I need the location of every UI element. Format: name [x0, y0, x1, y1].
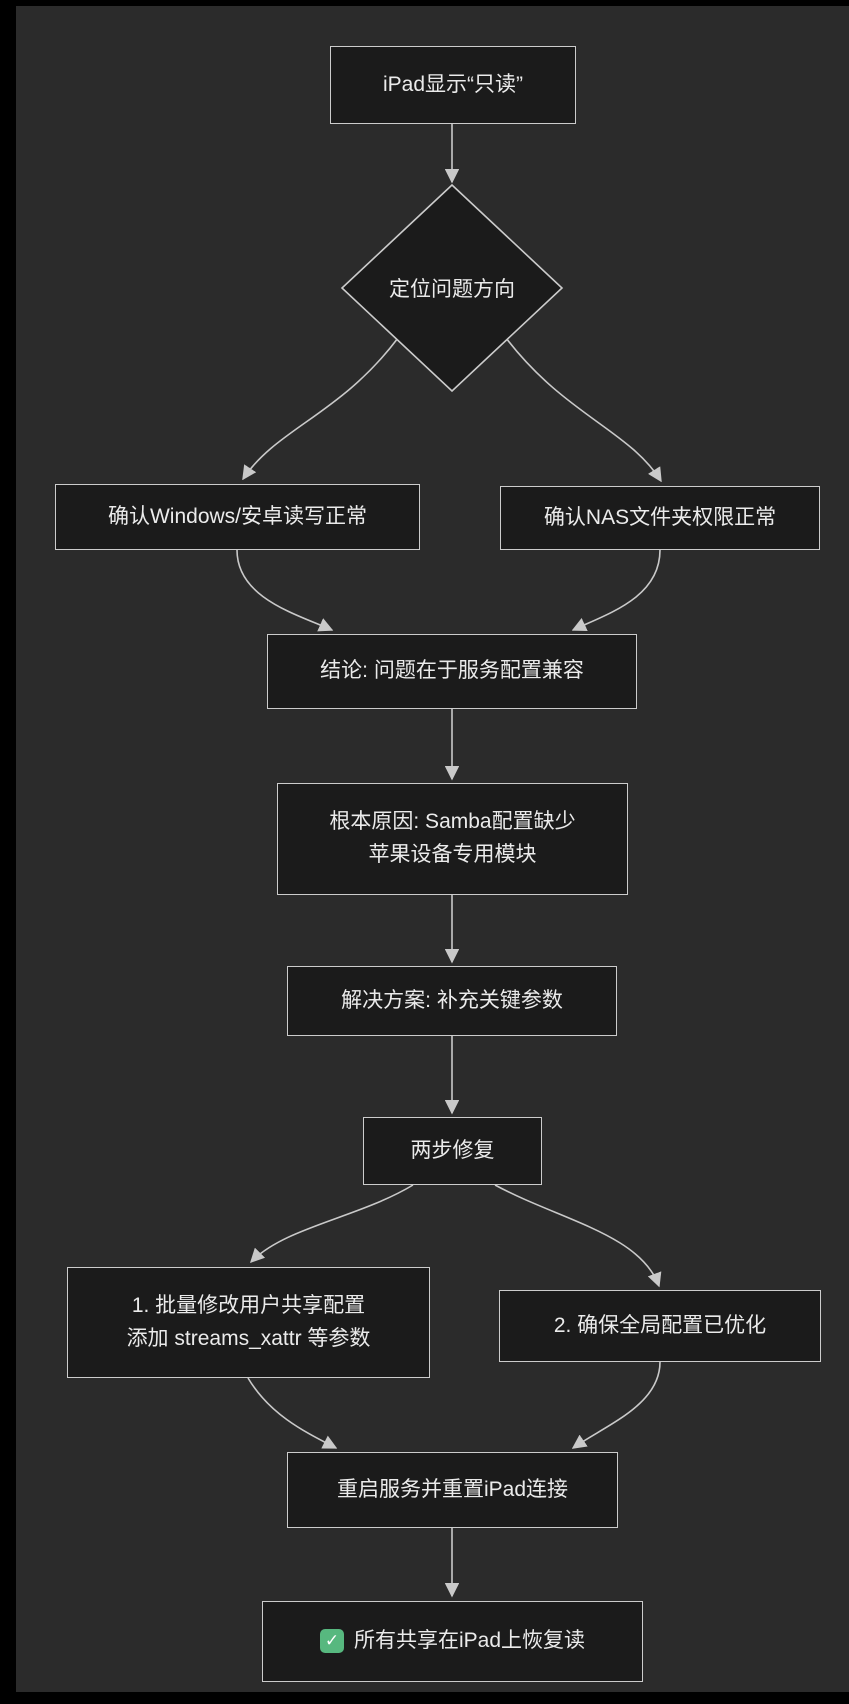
node-step1-line2: 添加 streams_xattr 等参数 [126, 1326, 371, 1350]
node-conclusion-label: 结论: 问题在于服务配置兼容 [320, 659, 584, 683]
node-two-steps-label: 两步修复 [410, 1138, 495, 1162]
edge-two-steps-step1 [249, 1184, 414, 1264]
node-decision: 定位问题方向 [342, 266, 562, 310]
node-check-nas: 确认NAS文件夹权限正常 [500, 486, 820, 550]
node-start-label: iPad显示“只读” [382, 72, 524, 96]
node-restart: 重启服务并重置iPad连接 [287, 1452, 618, 1528]
node-check-nas-label: 确认NAS文件夹权限正常 [543, 505, 777, 529]
node-two-steps: 两步修复 [363, 1117, 542, 1185]
node-result: ✓ 所有共享在iPad上恢复读 [262, 1601, 643, 1682]
node-decision-label: 定位问题方向 [389, 278, 515, 301]
node-check-windows: 确认Windows/安卓读写正常 [55, 484, 420, 550]
node-root-cause: 根本原因: Samba配置缺少 苹果设备专用模块 [277, 783, 628, 895]
node-result-label: 所有共享在iPad上恢复读 [353, 1629, 586, 1653]
node-root-cause-line2: 苹果设备专用模块 [368, 843, 537, 866]
edge-two-steps-step2 [494, 1184, 662, 1288]
edge-step2-restart [571, 1361, 661, 1449]
edge-step1-restart [247, 1377, 338, 1449]
node-step2-label: 2. 确保全局配置已优化 [553, 1313, 767, 1337]
edge-check-nas-conclusion [571, 549, 661, 631]
node-step1: 1. 批量修改用户共享配置 添加 streams_xattr 等参数 [67, 1267, 430, 1378]
node-step2: 2. 确保全局配置已优化 [499, 1290, 821, 1362]
edge-check-windows-conclusion [236, 549, 334, 632]
node-solution: 解决方案: 补充关键参数 [287, 966, 617, 1036]
node-result-row: ✓ 所有共享在iPad上恢复读 [319, 1625, 586, 1658]
edge-decision-check-nas [505, 337, 662, 483]
node-restart-label: 重启服务并重置iPad连接 [336, 1477, 569, 1501]
node-check-windows-label: 确认Windows/安卓读写正常 [107, 504, 368, 528]
edge-decision-check-windows [242, 337, 399, 481]
node-root-cause-line1: 根本原因: Samba配置缺少 [329, 810, 576, 834]
check-icon: ✓ [319, 1629, 344, 1654]
decision-diamond-shape [340, 183, 564, 393]
node-conclusion: 结论: 问题在于服务配置兼容 [267, 634, 637, 709]
node-step1-line1: 1. 批量修改用户共享配置 [131, 1293, 366, 1317]
node-solution-label: 解决方案: 补充关键参数 [341, 988, 563, 1012]
node-start: iPad显示“只读” [330, 46, 576, 124]
